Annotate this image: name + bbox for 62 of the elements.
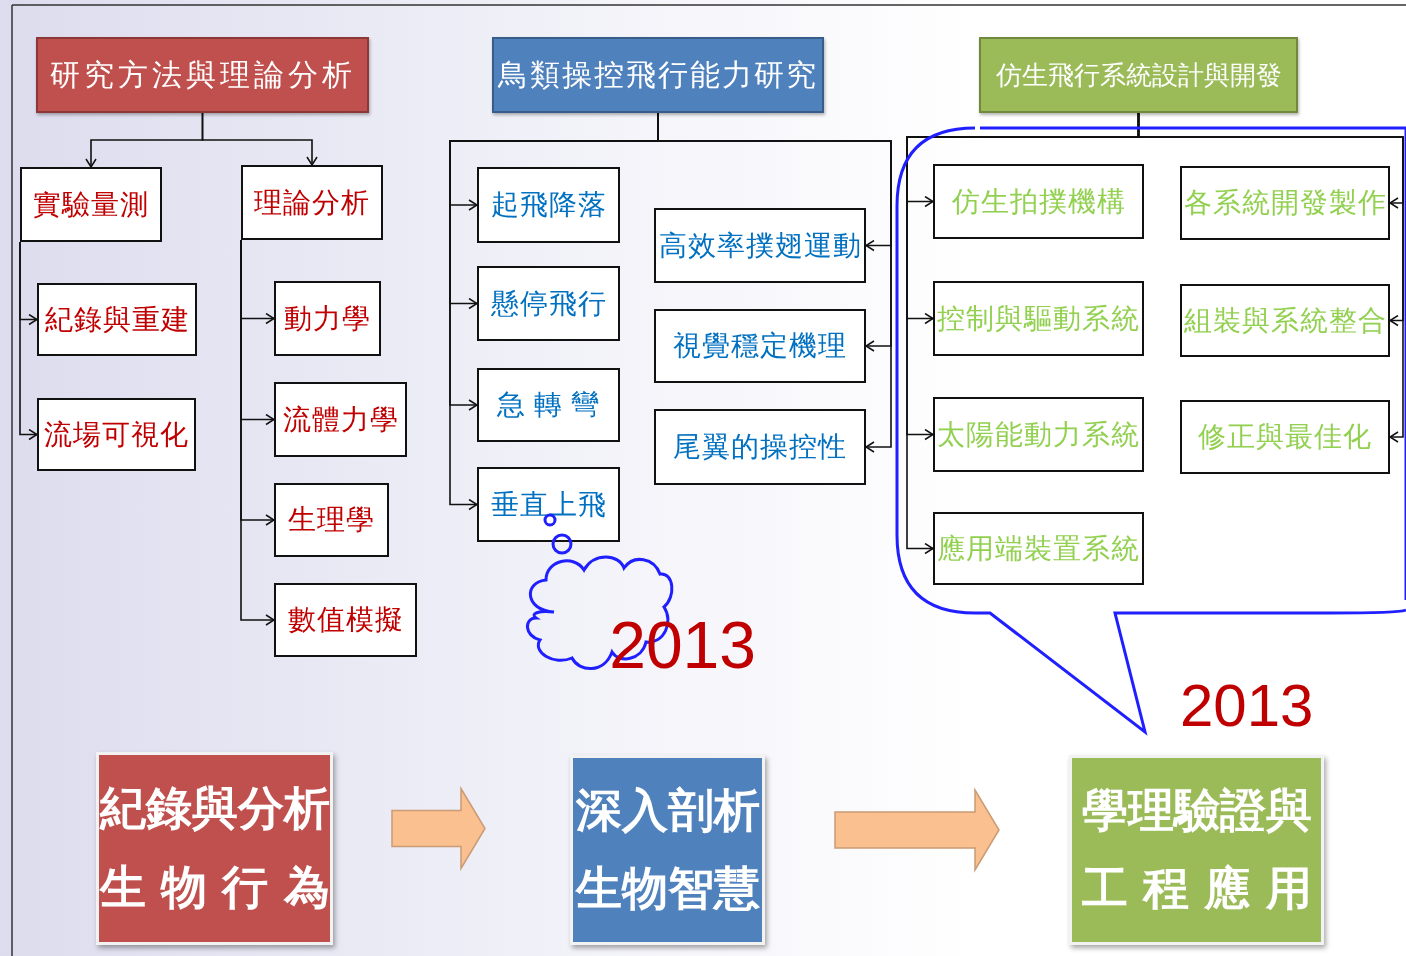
process-box <box>477 266 620 341</box>
result-box <box>1069 755 1324 945</box>
process-box <box>274 583 417 657</box>
box-label: 組裝與系統整合 <box>1183 303 1387 338</box>
process-box <box>933 281 1144 356</box>
box-label: 修正與最佳化 <box>1198 420 1372 454</box>
box-label: 仿生飛行系統設計與開發 <box>995 59 1282 92</box>
box-label: 急 轉 彎 <box>497 388 600 422</box>
box-label: 高效率撲翅運動 <box>658 228 862 263</box>
process-box <box>37 398 196 471</box>
box-label: 視覺穩定機理 <box>673 329 847 363</box>
process-box <box>933 512 1144 585</box>
header-box <box>36 37 369 113</box>
box-label: 研究方法與理論分析 <box>49 56 356 93</box>
process-box <box>241 165 383 240</box>
process-box <box>654 208 866 283</box>
box-label: 各系統開發製作 <box>1183 186 1387 220</box>
process-box <box>20 167 162 242</box>
process-box <box>933 164 1144 239</box>
process-box <box>274 483 389 557</box>
box-label: 紀錄與分析生物行為 <box>99 782 330 915</box>
process-box <box>1180 400 1390 474</box>
connector-arrow <box>201 112 318 166</box>
connector-arrow <box>19 241 38 441</box>
process-box <box>1180 166 1390 240</box>
box-label: 流場可視化 <box>44 417 189 452</box>
box-label: 學理驗證與工程應用 <box>1081 783 1312 916</box>
box-label: 數值模擬 <box>287 603 404 637</box>
connector-arrow <box>1137 112 1404 443</box>
box-label: 流體力學 <box>282 402 399 437</box>
box-label: 仿生拍撲機構 <box>951 184 1126 219</box>
process-box <box>477 368 620 442</box>
box-label: 深入剖析生物智慧 <box>575 783 760 916</box>
block-arrow <box>391 785 486 872</box>
box-label: 起飛降落 <box>490 188 607 222</box>
box-label: 垂直上飛 <box>490 487 607 522</box>
process-box <box>477 167 620 243</box>
box-label: 控制與驅動系統 <box>937 301 1140 336</box>
process-box <box>654 309 866 383</box>
process-box <box>1180 284 1390 357</box>
result-box <box>570 755 765 945</box>
process-box <box>274 382 407 457</box>
process-box <box>654 409 866 485</box>
process-box <box>933 397 1144 472</box>
box-label: 實驗量測 <box>33 187 149 222</box>
process-box <box>477 467 620 542</box>
year-label: 2013 <box>1180 676 1314 736</box>
header-box <box>979 37 1298 113</box>
process-box <box>274 281 381 356</box>
box-label: 生理學 <box>288 503 375 537</box>
box-label: 太陽能動力系統 <box>937 417 1140 452</box>
box-label: 懸停飛行 <box>490 286 607 321</box>
result-box <box>96 752 333 945</box>
box-label: 尾翼的操控性 <box>673 430 847 464</box>
box-label: 紀錄與重建 <box>44 302 190 337</box>
box-label: 動力學 <box>284 301 371 336</box>
box-label: 理論分析 <box>254 185 370 220</box>
header-box <box>492 37 824 113</box>
block-arrow <box>834 787 1000 873</box>
process-box <box>37 283 197 356</box>
box-label: 鳥類操控飛行能力研究 <box>498 56 818 93</box>
box-label: 應用端裝置系統 <box>937 531 1140 566</box>
